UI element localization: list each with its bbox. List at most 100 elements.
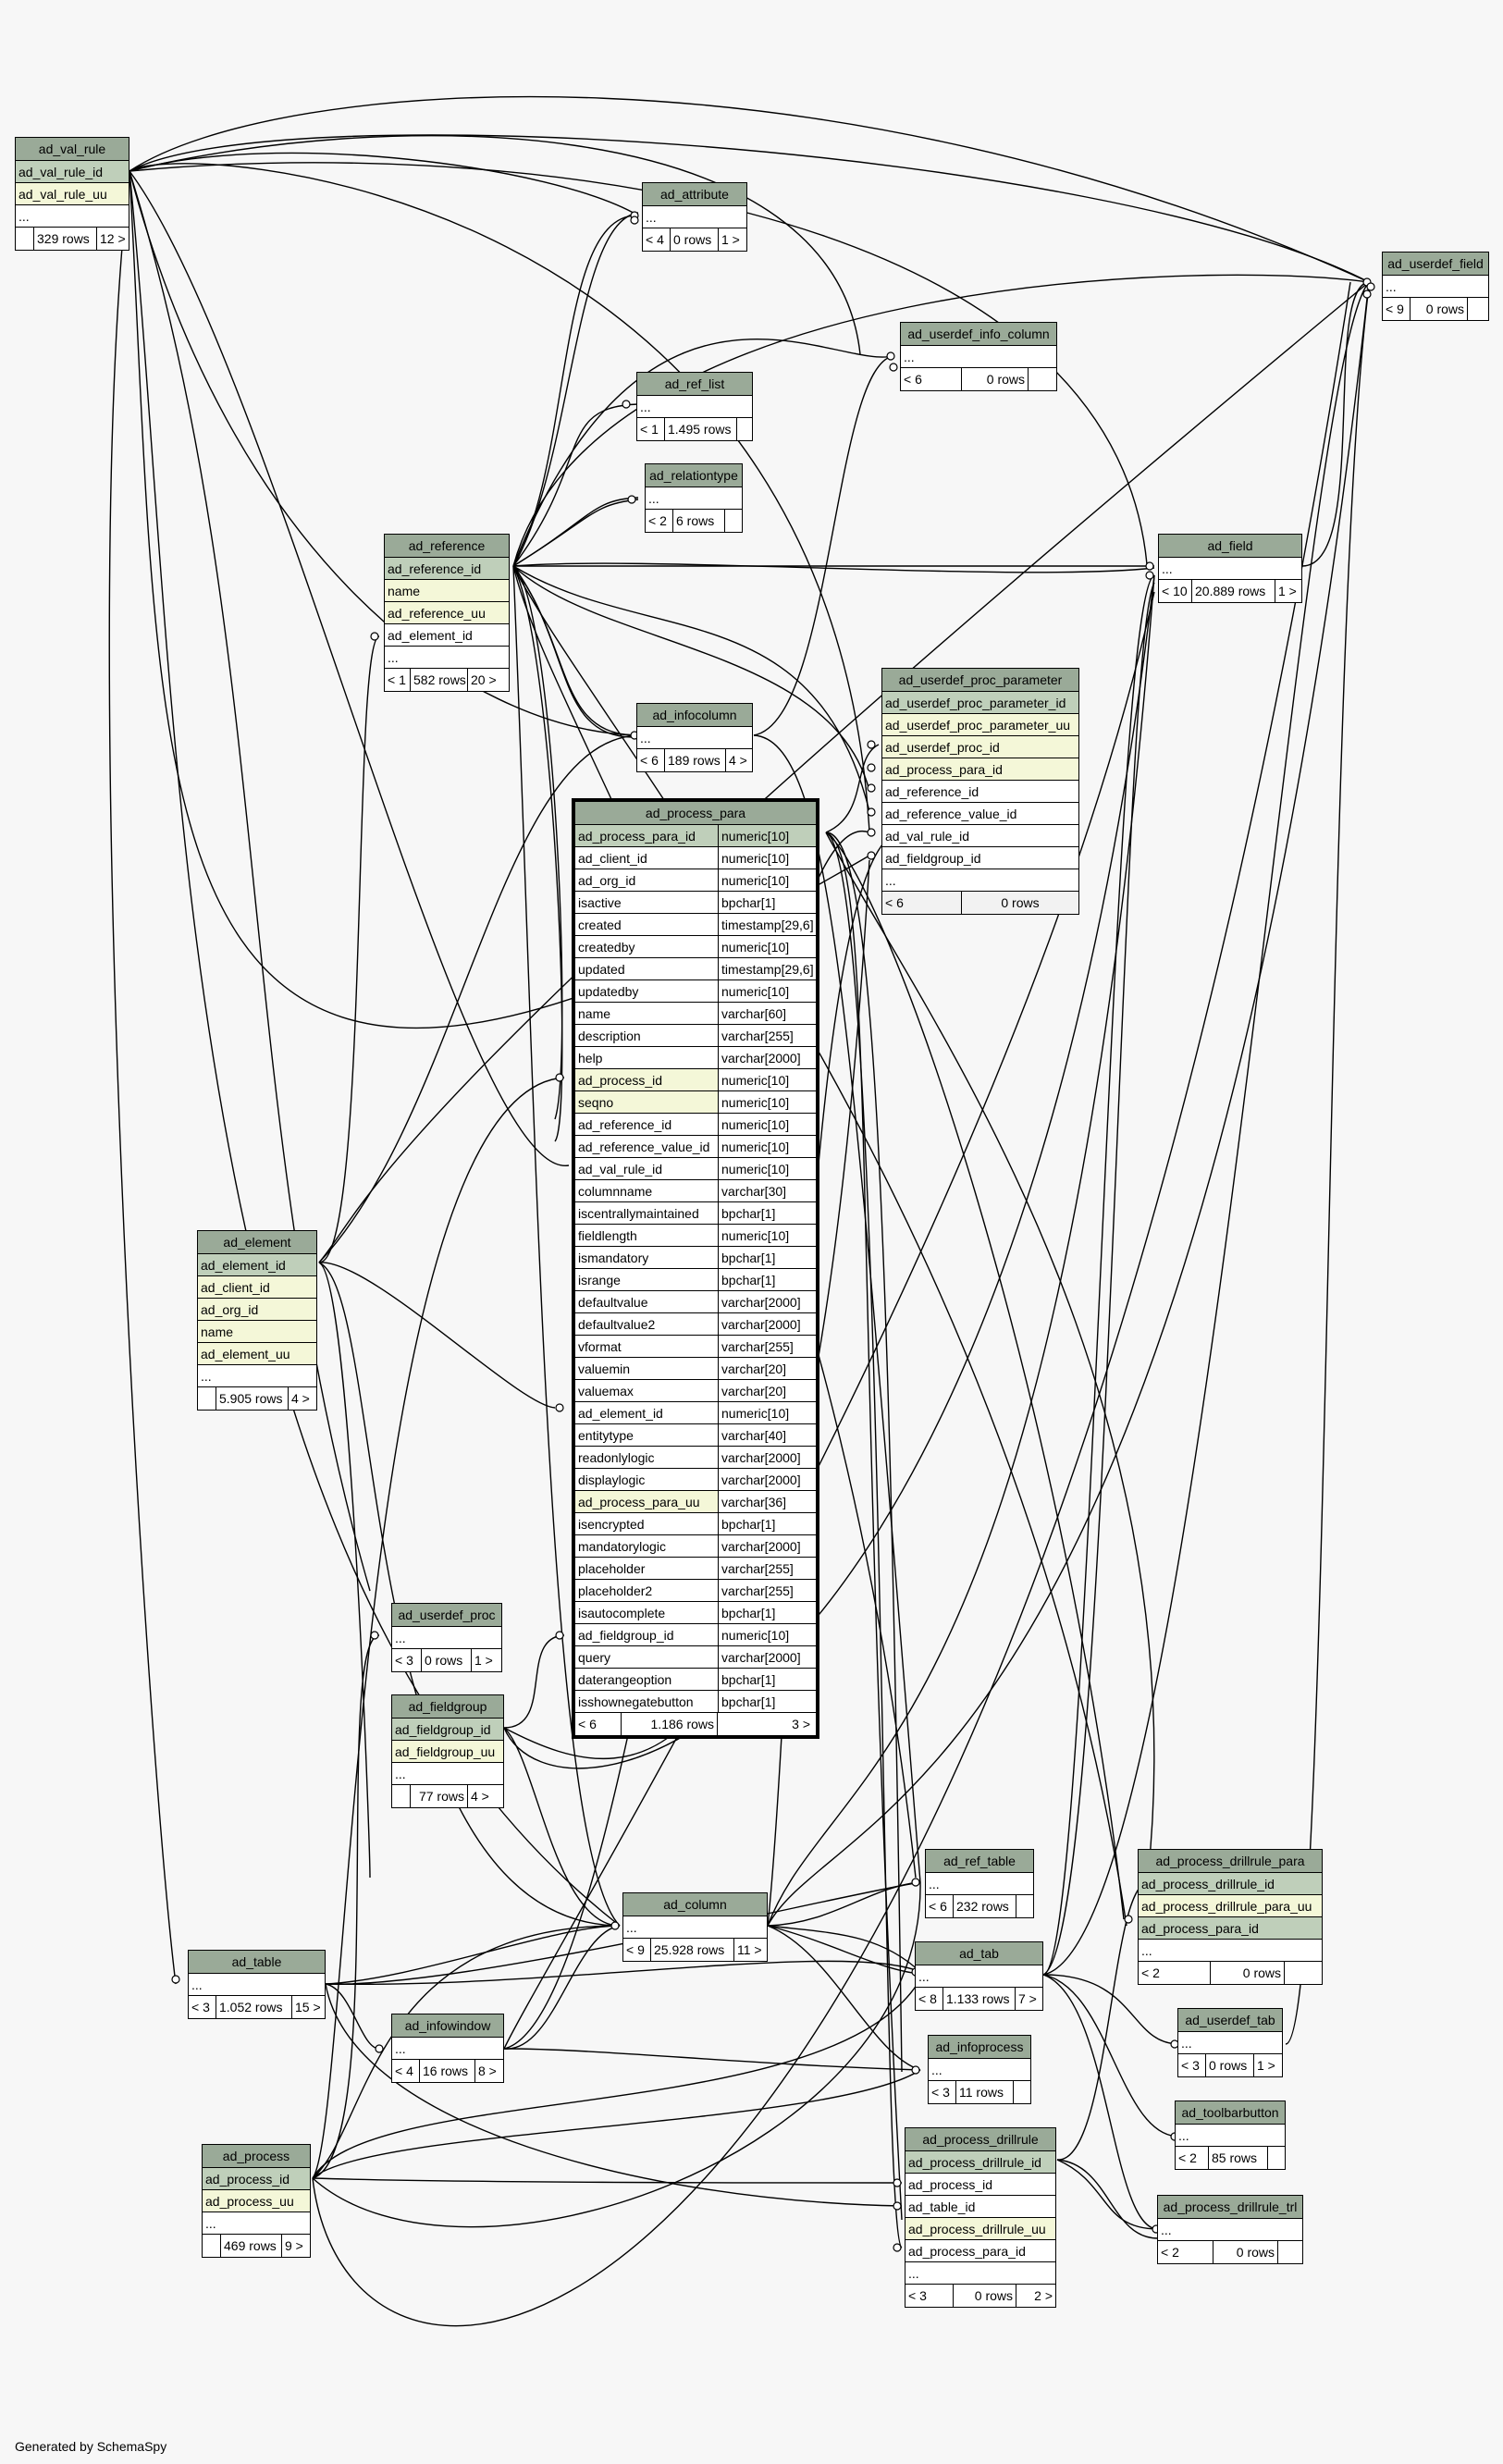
table-ad_userdef_tab[interactable]: ad_userdef_tab ... < 3 0 rows 1 > — [1177, 2008, 1283, 2077]
parent-count[interactable]: < 6 — [926, 1895, 954, 1917]
table-title: ad_reference — [385, 535, 509, 558]
table-ad_attribute[interactable]: ad_attribute ... < 4 0 rows 1 > — [642, 182, 747, 252]
parent-count[interactable]: < 6 — [637, 749, 665, 771]
table-ad_relationtype[interactable]: ad_relationtype ... < 2 6 rows — [645, 463, 743, 533]
child-count[interactable]: 4 > — [729, 753, 747, 768]
table-ad_userdef_proc_parameter[interactable]: ad_userdef_proc_parameter ad_userdef_pro… — [881, 668, 1079, 915]
parent-count[interactable]: < 4 — [643, 228, 671, 251]
child-count[interactable] — [725, 510, 731, 532]
parent-count[interactable]: < 3 — [905, 2285, 954, 2307]
relation-line — [312, 1978, 921, 2179]
relation-line — [129, 170, 371, 1592]
more-columns: ... — [189, 1974, 325, 1996]
column-name: columnname — [575, 1180, 718, 1202]
table-title: ad_ref_table — [926, 1850, 1033, 1873]
child-count[interactable] — [1016, 1895, 1022, 1917]
child-count[interactable] — [1029, 368, 1034, 390]
index-column: name — [198, 1321, 316, 1343]
column-name: placeholder — [575, 1558, 718, 1580]
child-count[interactable]: 11 > — [737, 1942, 762, 1957]
child-count[interactable]: 12 > — [100, 231, 126, 246]
relation-line — [129, 170, 621, 1927]
table-ad_reference[interactable]: ad_reference ad_reference_id name ad_ref… — [384, 534, 510, 692]
child-count[interactable] — [1014, 2081, 1019, 2103]
column-type: numeric[10] — [718, 936, 816, 958]
table-ad_val_rule[interactable]: ad_val_rule ad_val_rule_id ad_val_rule_u… — [15, 137, 129, 251]
parent-count[interactable]: < 3 — [1178, 2054, 1206, 2076]
table-ad_process[interactable]: ad_process ad_process_id ad_process_uu .… — [202, 2144, 311, 2258]
parent-count[interactable]: < 1 — [385, 669, 411, 691]
table-ad_element[interactable]: ad_element ad_element_id ad_client_id ad… — [197, 1230, 317, 1411]
parent-count[interactable] — [198, 1387, 216, 1410]
parent-count[interactable]: < 9 — [1383, 298, 1411, 320]
parent-count[interactable]: < 6 — [575, 1713, 622, 1735]
child-count[interactable]: 15 > — [295, 2000, 321, 2014]
table-ad_table[interactable]: ad_table ... < 3 1.052 rows 15 > — [188, 1950, 326, 2019]
child-count[interactable]: 1 > — [1257, 2058, 1275, 2073]
child-count[interactable]: 2 > — [1034, 2288, 1053, 2303]
row-count: 11 rows — [956, 2081, 1014, 2103]
table-ad_column[interactable]: ad_column ... < 9 25.928 rows 11 > — [622, 1892, 768, 1962]
relation-line — [512, 338, 893, 567]
more-columns: ... — [623, 1916, 767, 1939]
table-ad_process_drillrule[interactable]: ad_process_drillrule ad_process_drillrul… — [905, 2127, 1056, 2308]
relation-line — [325, 1983, 380, 2050]
parent-count[interactable] — [16, 228, 34, 250]
parent-count[interactable] — [392, 1785, 411, 1807]
parent-count[interactable]: < 3 — [929, 2081, 956, 2103]
column-name: vformat — [575, 1336, 718, 1358]
child-count[interactable]: 9 > — [285, 2238, 303, 2253]
table-ad_process_drillrule_trl[interactable]: ad_process_drillrule_trl ... < 2 0 rows — [1157, 2195, 1303, 2264]
parent-count[interactable]: < 2 — [646, 510, 673, 532]
column-type: bpchar[1] — [718, 1202, 816, 1225]
parent-count[interactable]: < 8 — [916, 1988, 943, 2010]
parent-count[interactable] — [203, 2235, 221, 2257]
relation-line — [1042, 1974, 1180, 2045]
parent-count[interactable]: < 2 — [1139, 1962, 1211, 1984]
parent-count[interactable]: < 3 — [189, 1996, 216, 2018]
child-count[interactable]: 3 > — [792, 1717, 810, 1731]
parent-count[interactable]: < 6 — [901, 368, 962, 390]
child-count[interactable]: 1 > — [721, 232, 740, 247]
child-count[interactable]: 1 > — [474, 1653, 493, 1668]
table-ad_userdef_info_column[interactable]: ad_userdef_info_column ... < 6 0 rows — [900, 322, 1057, 391]
child-count[interactable]: 4 > — [471, 1789, 489, 1804]
column-type: numeric[10] — [718, 825, 816, 847]
child-count[interactable]: 1 > — [1278, 584, 1297, 598]
parent-count[interactable]: < 9 — [623, 1939, 651, 1961]
parent-count[interactable]: < 2 — [1176, 2147, 1209, 2169]
table-ad_field[interactable]: ad_field ... < 10 20.889 rows 1 > — [1158, 534, 1302, 603]
child-count[interactable] — [737, 418, 743, 440]
parent-count[interactable]: < 1 — [637, 418, 665, 440]
table-ad_userdef_field[interactable]: ad_userdef_field ... < 9 0 rows — [1382, 252, 1489, 321]
table-ad_infowindow[interactable]: ad_infowindow ... < 4 16 rows 8 > — [391, 2014, 504, 2083]
table-ad_ref_list[interactable]: ad_ref_list ... < 1 1.495 rows — [636, 372, 753, 441]
parent-count[interactable]: < 3 — [392, 1649, 422, 1671]
parent-count[interactable]: < 10 — [1159, 580, 1192, 602]
table-ad_ref_table[interactable]: ad_ref_table ... < 6 232 rows — [925, 1849, 1034, 1918]
table-ad_infoprocess[interactable]: ad_infoprocess ... < 3 11 rows — [928, 2035, 1031, 2104]
table-ad_process_drillrule_para[interactable]: ad_process_drillrule_para ad_process_dri… — [1138, 1849, 1323, 1985]
child-count[interactable]: 20 > — [471, 672, 497, 687]
table-ad_toolbarbutton[interactable]: ad_toolbarbutton ... < 2 85 rows — [1175, 2101, 1286, 2170]
index-column: ad_fieldgroup_uu — [392, 1741, 503, 1763]
parent-count[interactable]: < 2 — [1158, 2241, 1213, 2263]
table-ad_userdef_proc[interactable]: ad_userdef_proc ... < 3 0 rows 1 > — [391, 1603, 502, 1672]
table-ad_tab[interactable]: ad_tab ... < 8 1.133 rows 7 > — [915, 1941, 1043, 2011]
child-count[interactable]: 4 > — [291, 1391, 310, 1406]
row-count: 0 rows — [671, 228, 719, 251]
child-count[interactable]: 7 > — [1018, 1991, 1037, 2006]
relation-line — [512, 497, 639, 567]
table-title: ad_tab — [916, 1942, 1042, 1965]
child-count[interactable] — [1278, 2241, 1284, 2263]
more-columns: ... — [882, 869, 1078, 892]
child-count[interactable] — [1268, 2147, 1274, 2169]
parent-count[interactable]: < 6 — [882, 892, 962, 914]
child-count[interactable] — [1468, 298, 1473, 320]
child-count[interactable] — [1285, 1962, 1290, 1984]
child-count[interactable]: 8 > — [478, 2064, 497, 2078]
table-ad_fieldgroup[interactable]: ad_fieldgroup ad_fieldgroup_id ad_fieldg… — [391, 1694, 504, 1808]
parent-count[interactable]: < 4 — [392, 2060, 420, 2082]
table-ad_infocolumn[interactable]: ad_infocolumn ... < 6 189 rows 4 > — [636, 703, 753, 772]
